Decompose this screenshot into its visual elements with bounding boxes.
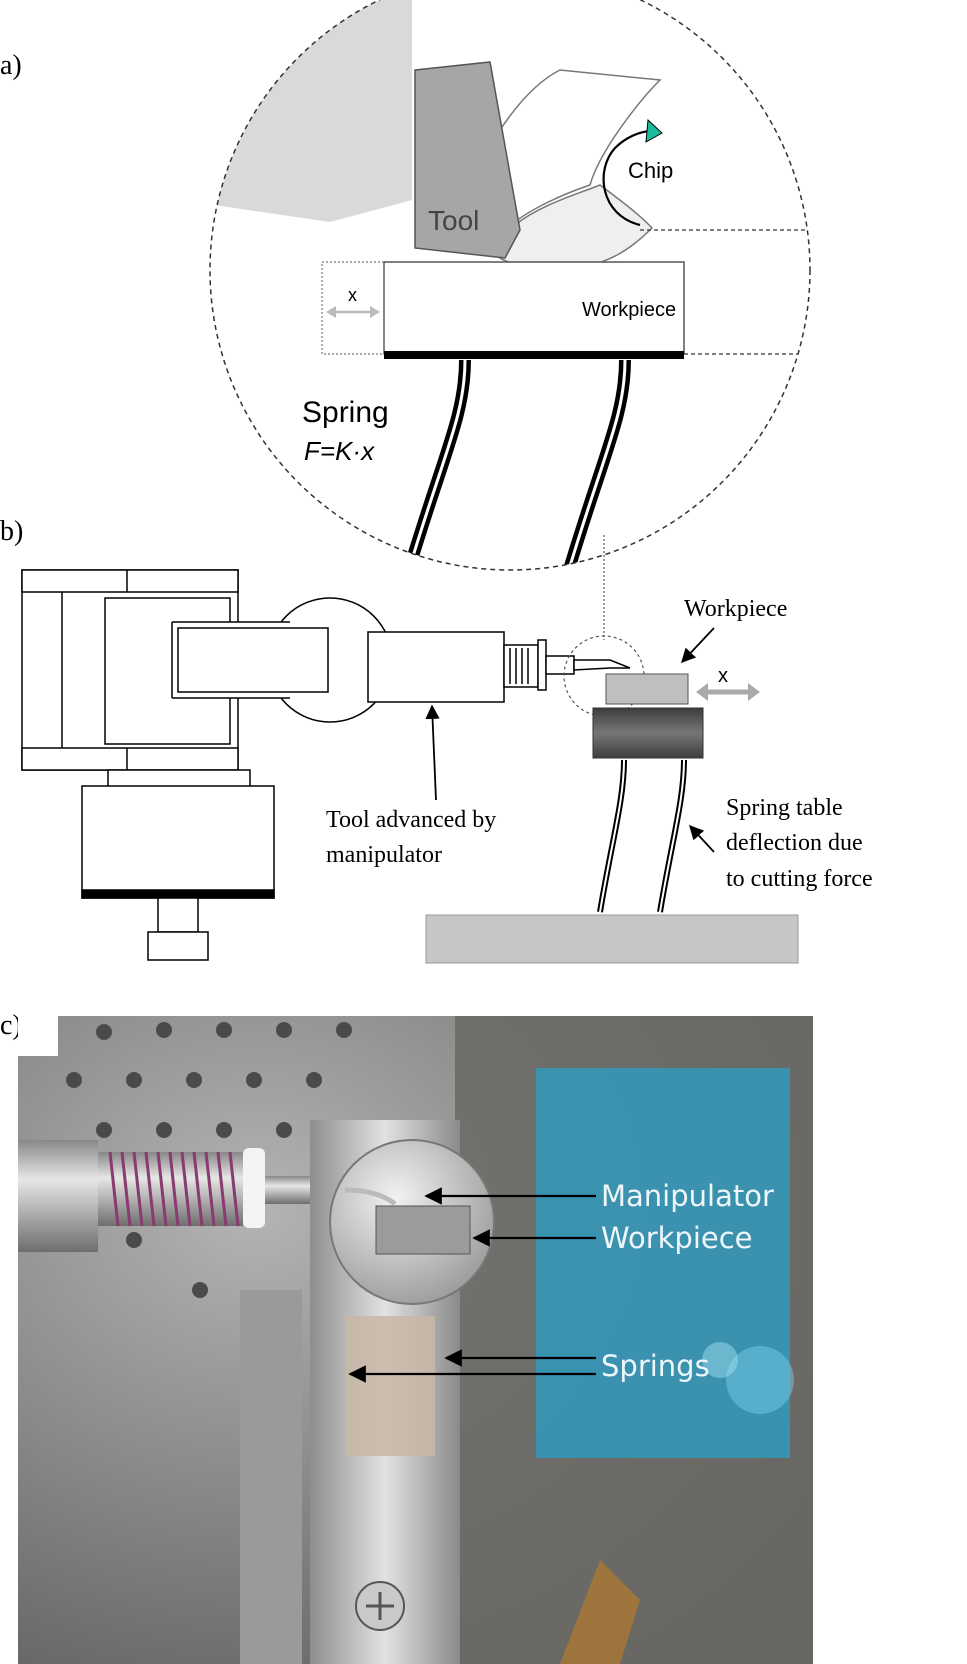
- chip-label: Chip: [628, 158, 673, 183]
- spring-right: [554, 359, 631, 570]
- displacement-label-a: x: [348, 285, 357, 305]
- base-plate: [425, 914, 799, 964]
- displacement-label-b: x: [718, 665, 728, 687]
- panel-a: a): [0, 0, 811, 571]
- tool-caption-line1: Tool advanced by: [326, 807, 496, 833]
- manipulator-arm: [21, 569, 631, 961]
- spring-table-springs: [597, 759, 687, 913]
- spring-caption-line1: Spring table: [726, 795, 843, 821]
- workpiece-block: [383, 261, 685, 355]
- tool-caption-line2: manipulator: [326, 842, 442, 868]
- chip-arrow: [602, 129, 651, 227]
- workpiece-label-a: Workpiece: [582, 299, 676, 321]
- panel-c-label: c): [0, 1010, 22, 1041]
- photo-label-manipulator: Manipulator: [601, 1179, 774, 1213]
- photo-label-springs: Springs: [601, 1349, 710, 1383]
- chip-outline: [499, 69, 662, 224]
- workpiece-label-b: Workpiece: [684, 596, 787, 622]
- panel-a-label: a): [0, 50, 22, 81]
- magnified-cutting-zone: [210, 0, 810, 570]
- photo-label-workpiece: Workpiece: [601, 1221, 753, 1255]
- cutting-tool: [414, 61, 521, 259]
- spring-stage: [592, 707, 704, 759]
- spring-label: Spring: [302, 396, 389, 429]
- spring-caption-line2: deflection due: [726, 830, 863, 856]
- spring-table-plate: [384, 351, 684, 359]
- panel-b-label: b): [0, 516, 23, 547]
- spring-caption-line3: to cutting force: [726, 866, 873, 892]
- panel-b: b): [0, 516, 873, 964]
- photo: [18, 1016, 813, 1664]
- panel-c: c): [0, 1010, 813, 1664]
- manipulator-rod: [18, 1140, 98, 1252]
- spring-left: [394, 359, 471, 570]
- coil: [108, 1151, 240, 1227]
- chip-arrow-head: [645, 118, 663, 143]
- label-overlay: [536, 1068, 790, 1458]
- background-shadow: [210, 0, 412, 222]
- spring-formula: F=K·x: [304, 436, 375, 466]
- magnifier-circle: [209, 0, 811, 571]
- tool-label: Tool: [428, 205, 479, 236]
- displacement-outline: [321, 261, 385, 355]
- workpiece-small: [605, 673, 689, 705]
